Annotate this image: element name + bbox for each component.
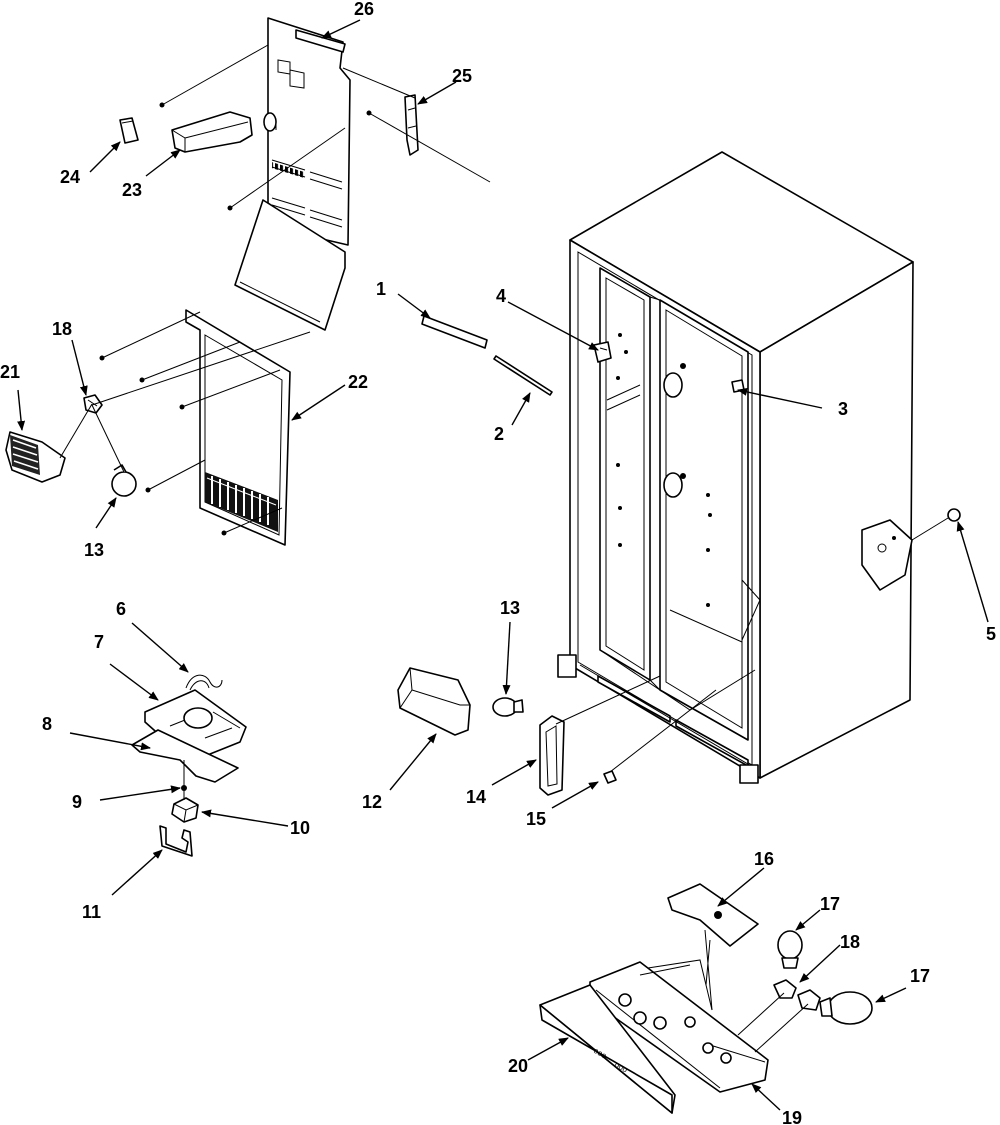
refrigerator-cabinet xyxy=(557,151,914,784)
part-12-light-shield xyxy=(397,667,471,736)
part-5-leader xyxy=(911,517,949,541)
callout-21: 21 xyxy=(0,362,20,382)
part-18-upper-socket xyxy=(83,394,103,414)
part-18-lower-socket-a xyxy=(773,979,797,999)
callout-17-upper: 17 xyxy=(820,894,840,914)
part-22-evaporator-cover xyxy=(185,309,291,546)
callout-17-lower: 17 xyxy=(910,966,930,986)
callout-15: 15 xyxy=(526,809,546,829)
callout-26: 26 xyxy=(354,0,374,19)
callout-4: 4 xyxy=(496,286,506,306)
callout-3: 3 xyxy=(838,399,848,419)
callout-10: 10 xyxy=(290,818,310,838)
callout-12: 12 xyxy=(362,792,382,812)
part-4-bracket xyxy=(593,341,612,363)
part-21-light-shield xyxy=(5,431,66,483)
part-16-leader xyxy=(704,929,713,1011)
callout-23: 23 xyxy=(122,180,142,200)
part-1-tube xyxy=(421,315,488,349)
part-11-clip xyxy=(159,825,193,857)
callout-14: 14 xyxy=(466,787,486,807)
callout-24: 24 xyxy=(60,167,80,187)
callout-arrows xyxy=(17,19,989,1111)
part-2-rod xyxy=(493,355,553,396)
part-15-nut xyxy=(603,770,617,784)
callout-2: 2 xyxy=(494,424,504,444)
part-17-lower-bulb xyxy=(819,991,873,1025)
callout-5: 5 xyxy=(986,624,996,644)
part-5-plug xyxy=(861,508,961,591)
part-13-upper-bulb xyxy=(111,464,137,497)
callout-20: 20 xyxy=(508,1056,528,1076)
part-8-bracket-plate xyxy=(131,729,239,783)
callout-8: 8 xyxy=(42,714,52,734)
part-13-lower-bulb xyxy=(492,697,524,717)
callout-16: 16 xyxy=(754,849,774,869)
part-18-leaders xyxy=(737,992,809,1053)
part-15-leader xyxy=(609,689,717,773)
part-14-leader xyxy=(555,675,661,725)
part-26-rear-panel xyxy=(234,17,351,331)
part-16-cover xyxy=(667,883,759,947)
assembly-lines-upper xyxy=(59,44,491,534)
callout-9: 9 xyxy=(72,792,82,812)
part-10-thermostat xyxy=(171,797,199,823)
callout-1: 1 xyxy=(376,279,386,299)
callout-7: 7 xyxy=(94,632,104,652)
callout-6: 6 xyxy=(116,599,126,619)
part-18-lower-socket-b xyxy=(797,989,821,1011)
part-23-duct xyxy=(171,111,277,153)
callout-25: 25 xyxy=(452,66,472,86)
part-24-cap xyxy=(119,117,139,144)
part-25-bracket xyxy=(404,94,419,156)
callout-13-lower: 13 xyxy=(500,598,520,618)
callout-11: 11 xyxy=(82,902,101,922)
part-6-wire-harness xyxy=(185,674,223,691)
part-14-gasket xyxy=(539,715,565,796)
part-20-overlay: ooo ooo xyxy=(539,984,676,1114)
callout-18-upper: 18 xyxy=(52,319,72,339)
callout-19: 19 xyxy=(782,1108,802,1125)
part-17-upper-bulb xyxy=(777,930,803,969)
callout-13-upper: 13 xyxy=(84,540,104,560)
callout-18-lower: 18 xyxy=(840,932,860,952)
callout-22: 22 xyxy=(348,372,368,392)
